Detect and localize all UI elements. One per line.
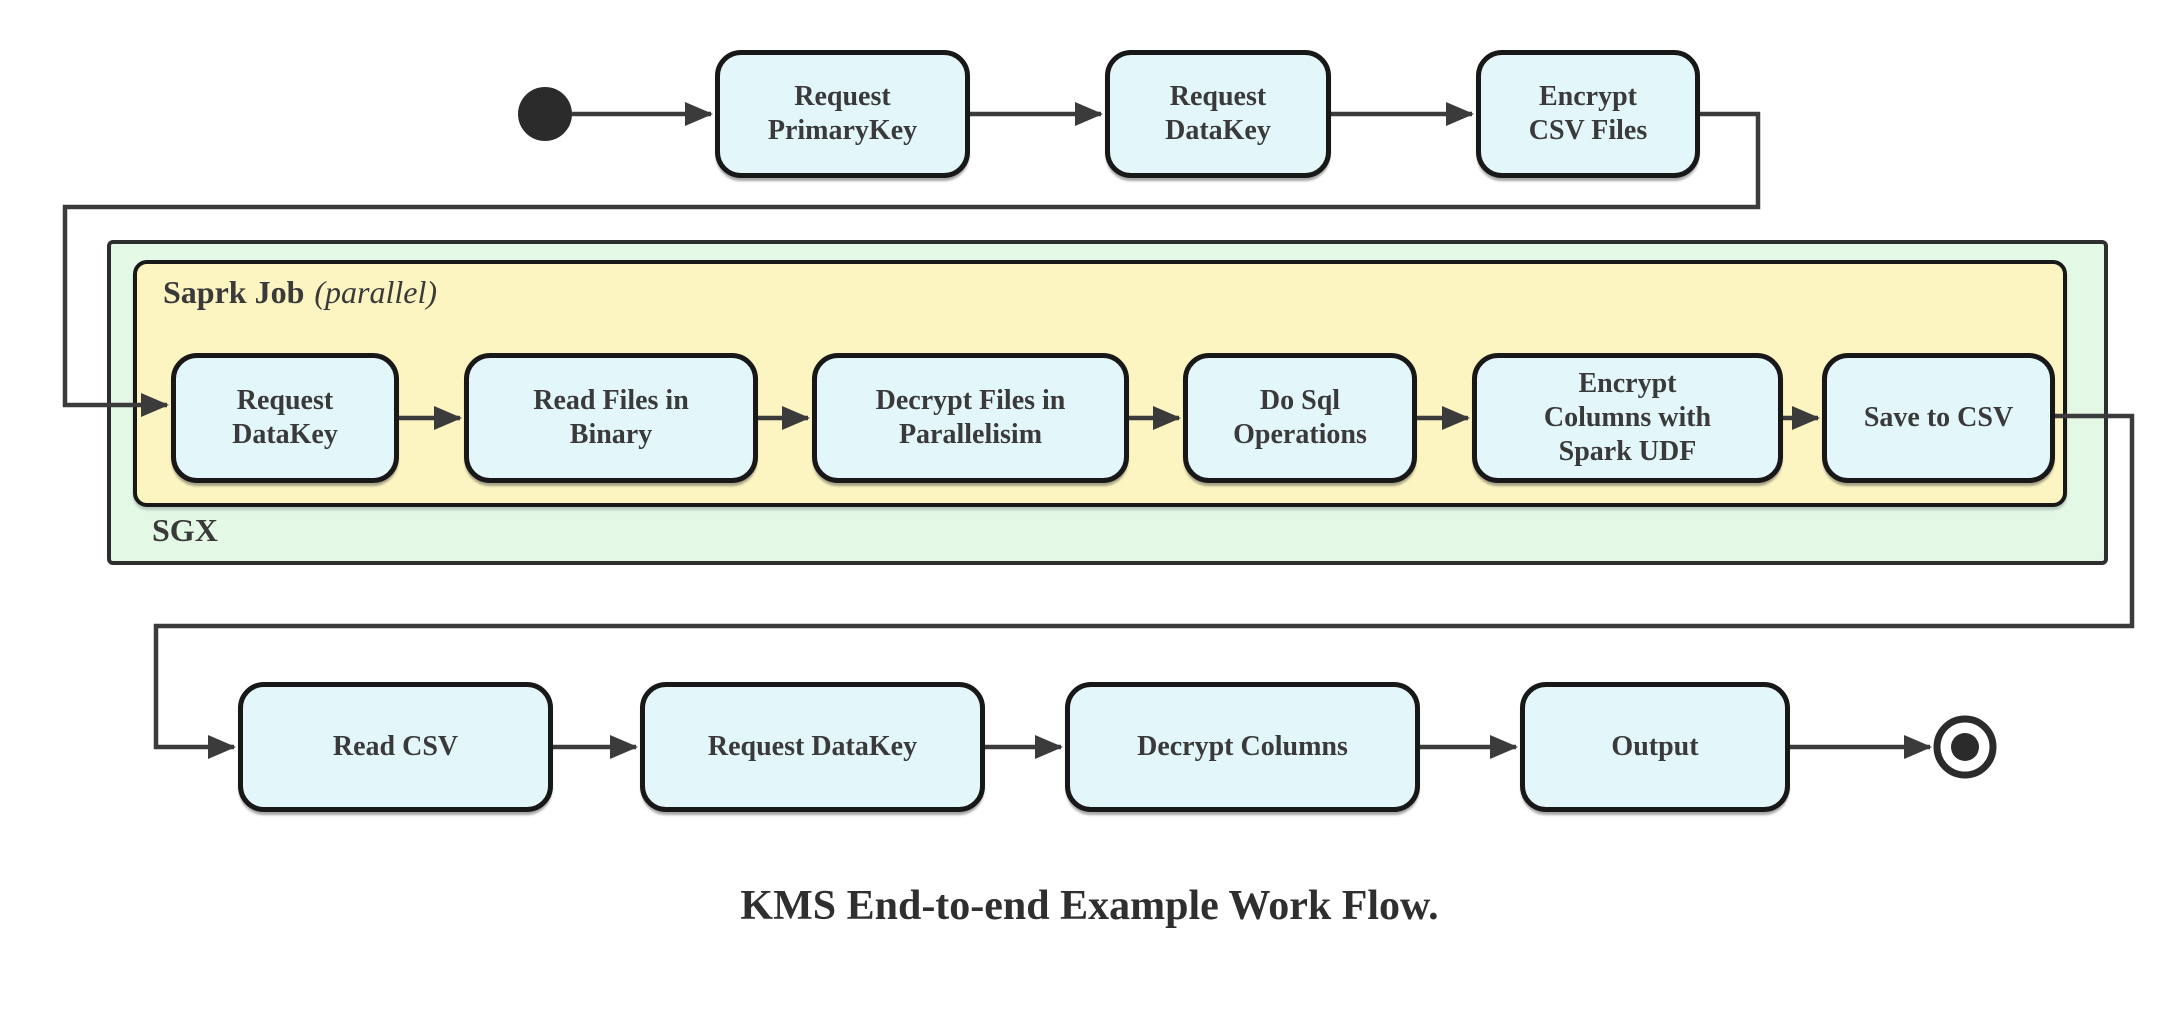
state-decrypt-files-in-parallelisim: Decrypt Files in Parallelisim (812, 353, 1129, 483)
state-request-datakey-top: Request DataKey (1105, 50, 1331, 178)
state-read-csv: Read CSV (238, 682, 553, 812)
end-node-dot (1951, 733, 1979, 761)
spark-job-label-text: Saprk Job (163, 274, 305, 310)
start-node (518, 87, 572, 141)
state-read-files-in-binary: Read Files in Binary (464, 353, 758, 483)
state-do-sql-operations: Do Sql Operations (1183, 353, 1417, 483)
spark-job-qualifier: (parallel) (314, 274, 438, 310)
state-output: Output (1520, 682, 1790, 812)
state-encrypt-columns-with-spark-udf: Encrypt Columns with Spark UDF (1472, 353, 1783, 483)
end-node-ring (1933, 715, 1997, 779)
state-request-datakey-spark: Request DataKey (171, 353, 399, 483)
sgx-label: SGX (152, 512, 218, 548)
state-encrypt-csv-files: Encrypt CSV Files (1476, 50, 1700, 178)
state-request-datakey-bottom: Request DataKey (640, 682, 985, 812)
state-decrypt-columns: Decrypt Columns (1065, 682, 1420, 812)
state-request-primarykey: Request PrimaryKey (715, 50, 970, 178)
state-save-to-csv: Save to CSV (1822, 353, 2055, 483)
spark-job-label: Saprk Job(parallel) (163, 274, 437, 311)
diagram-caption: KMS End-to-end Example Work Flow. (740, 883, 1439, 929)
